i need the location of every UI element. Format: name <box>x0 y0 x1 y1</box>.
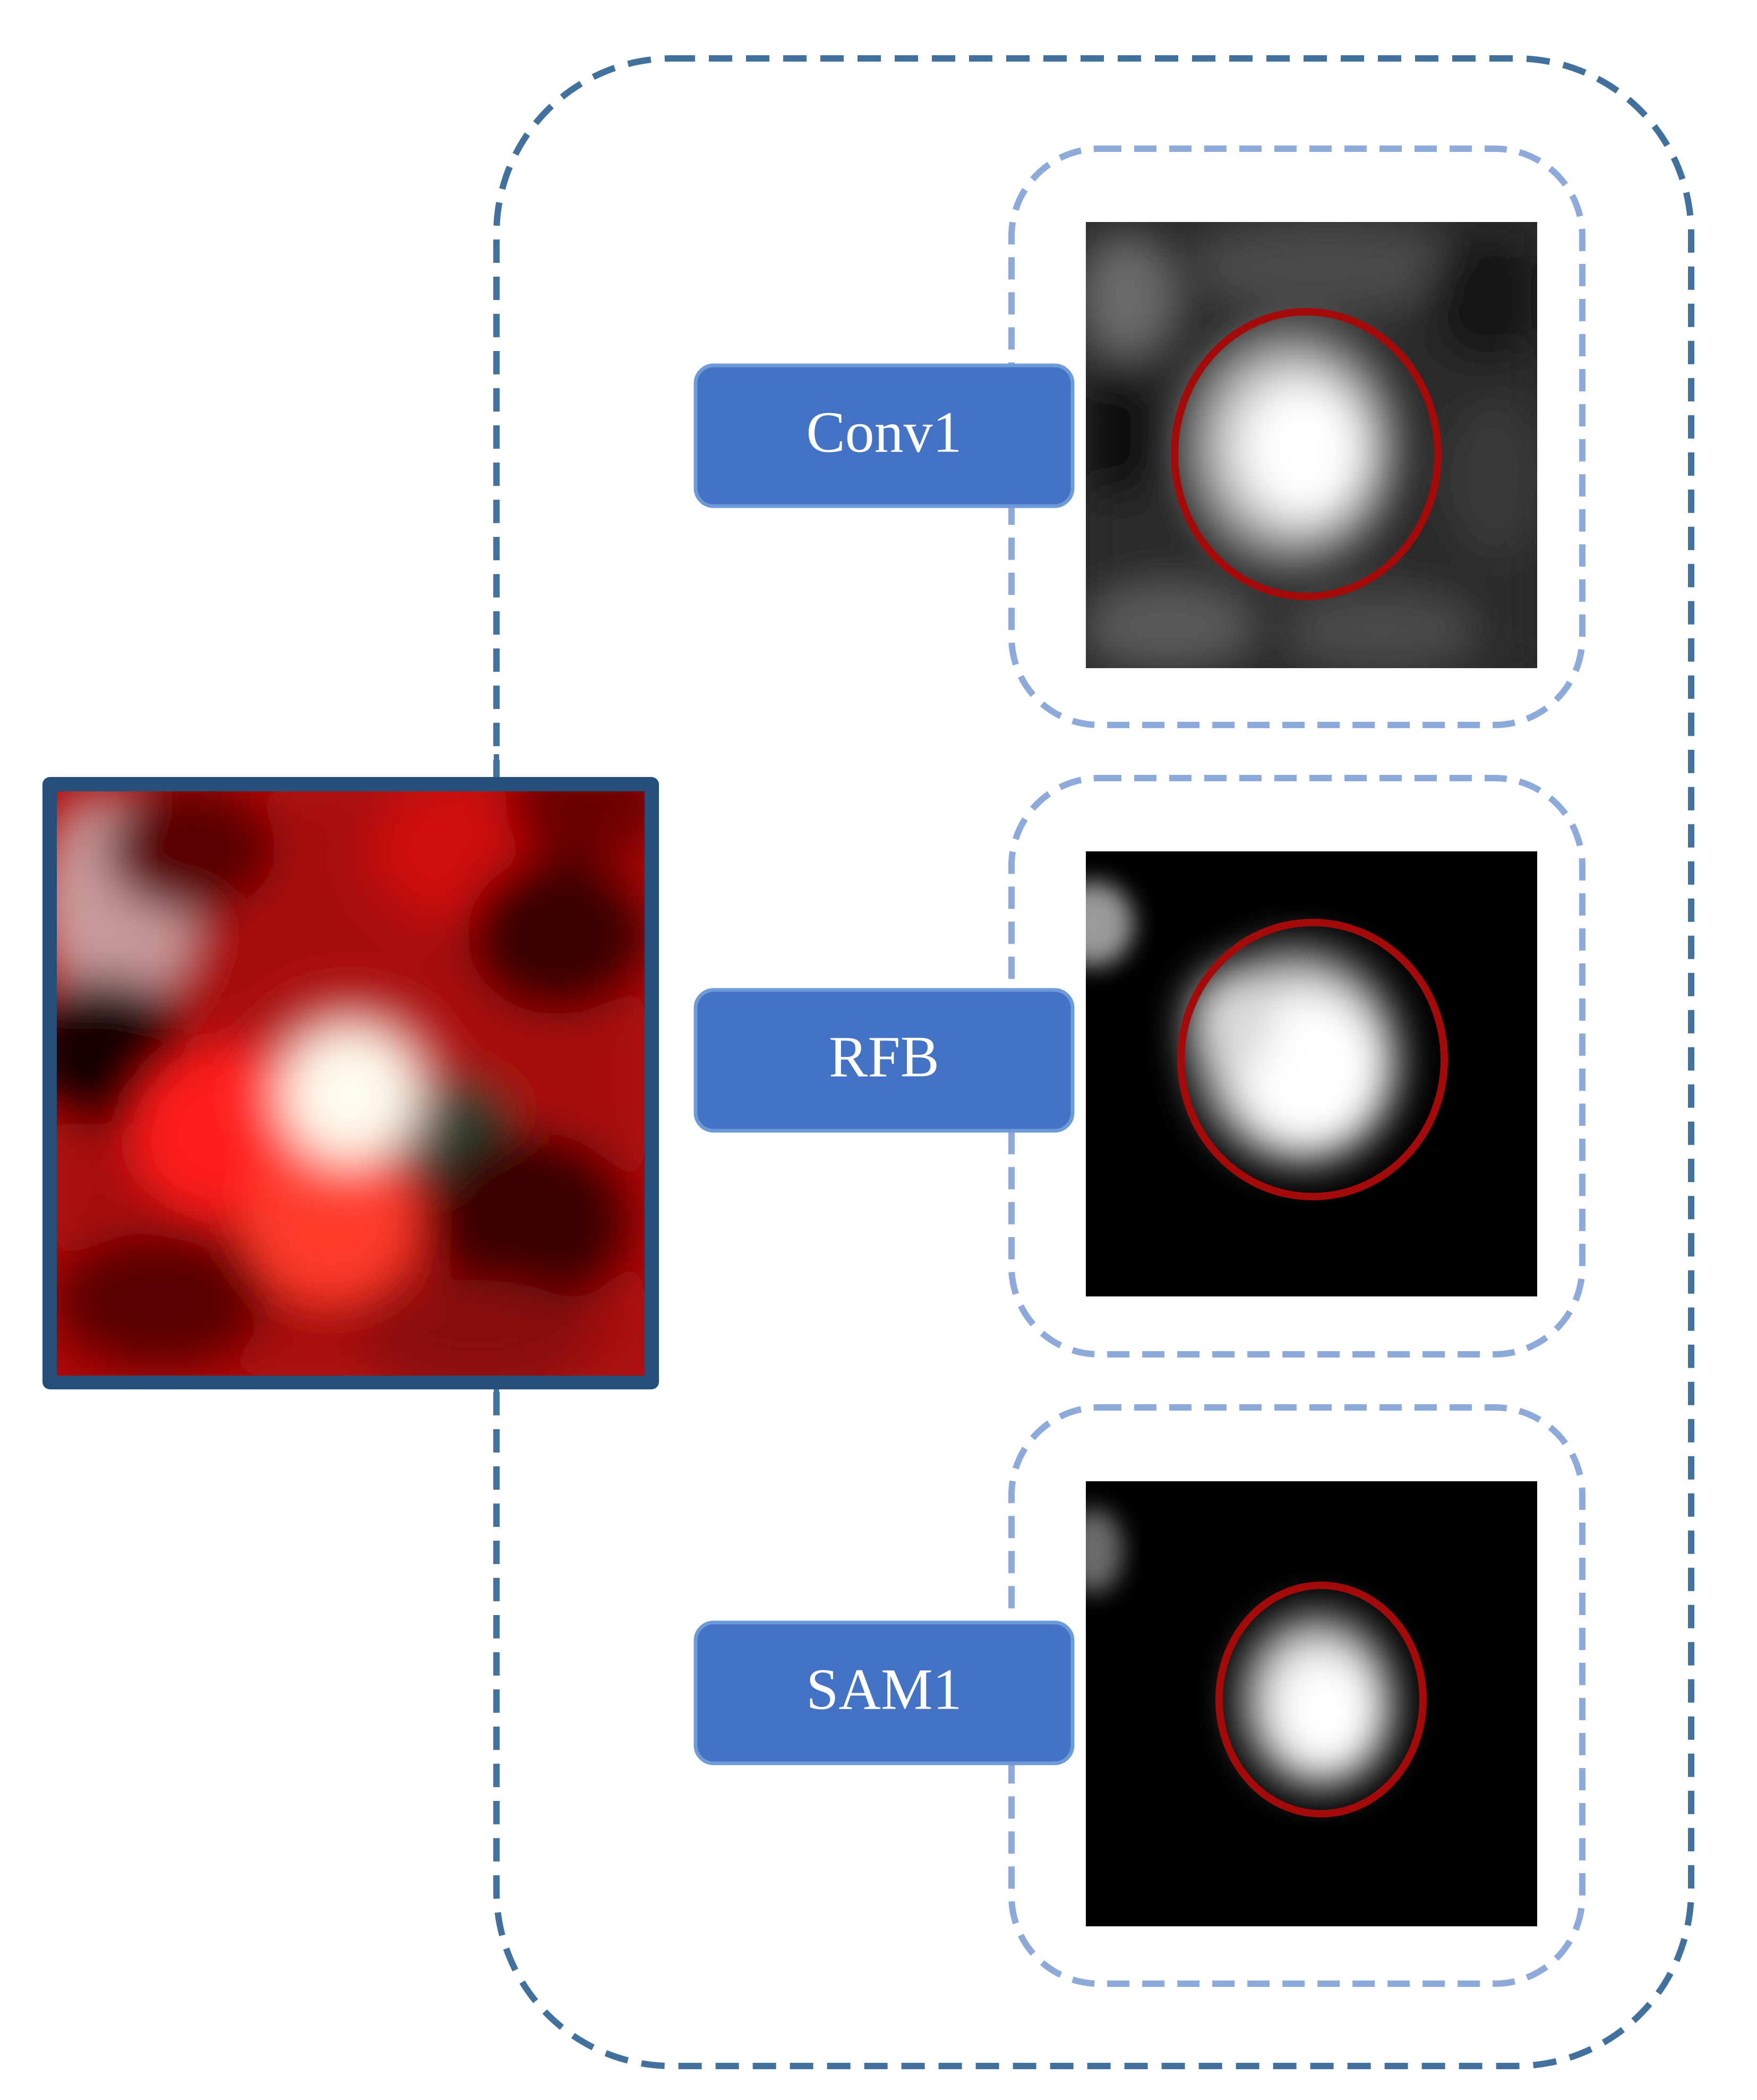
stage-rfb-label: RFB <box>829 1024 939 1089</box>
input-image <box>42 777 659 1389</box>
stage-sam1-label-box <box>693 1620 1075 1765</box>
stage-sam1-feature-map <box>1086 1481 1537 1926</box>
stage-conv1-label: Conv1 <box>806 399 962 464</box>
stage-conv1-label-box <box>693 363 1075 508</box>
stage-rfb: RFB <box>693 775 1585 1358</box>
stage-conv1-feature-map <box>1086 222 1537 668</box>
stage-sam1-highlight-circle <box>1215 1582 1427 1817</box>
stage-rfb-feature-map <box>1086 851 1537 1296</box>
stage-rfb-highlight-circle <box>1177 919 1448 1200</box>
stage-rfb-label-box <box>693 988 1075 1133</box>
stage-sam1: SAM1 <box>693 1404 1585 1987</box>
stage-sam1-label: SAM1 <box>806 1657 962 1721</box>
stage-conv1: Conv1 <box>693 146 1585 728</box>
stage-conv1-highlight-circle <box>1171 308 1442 600</box>
